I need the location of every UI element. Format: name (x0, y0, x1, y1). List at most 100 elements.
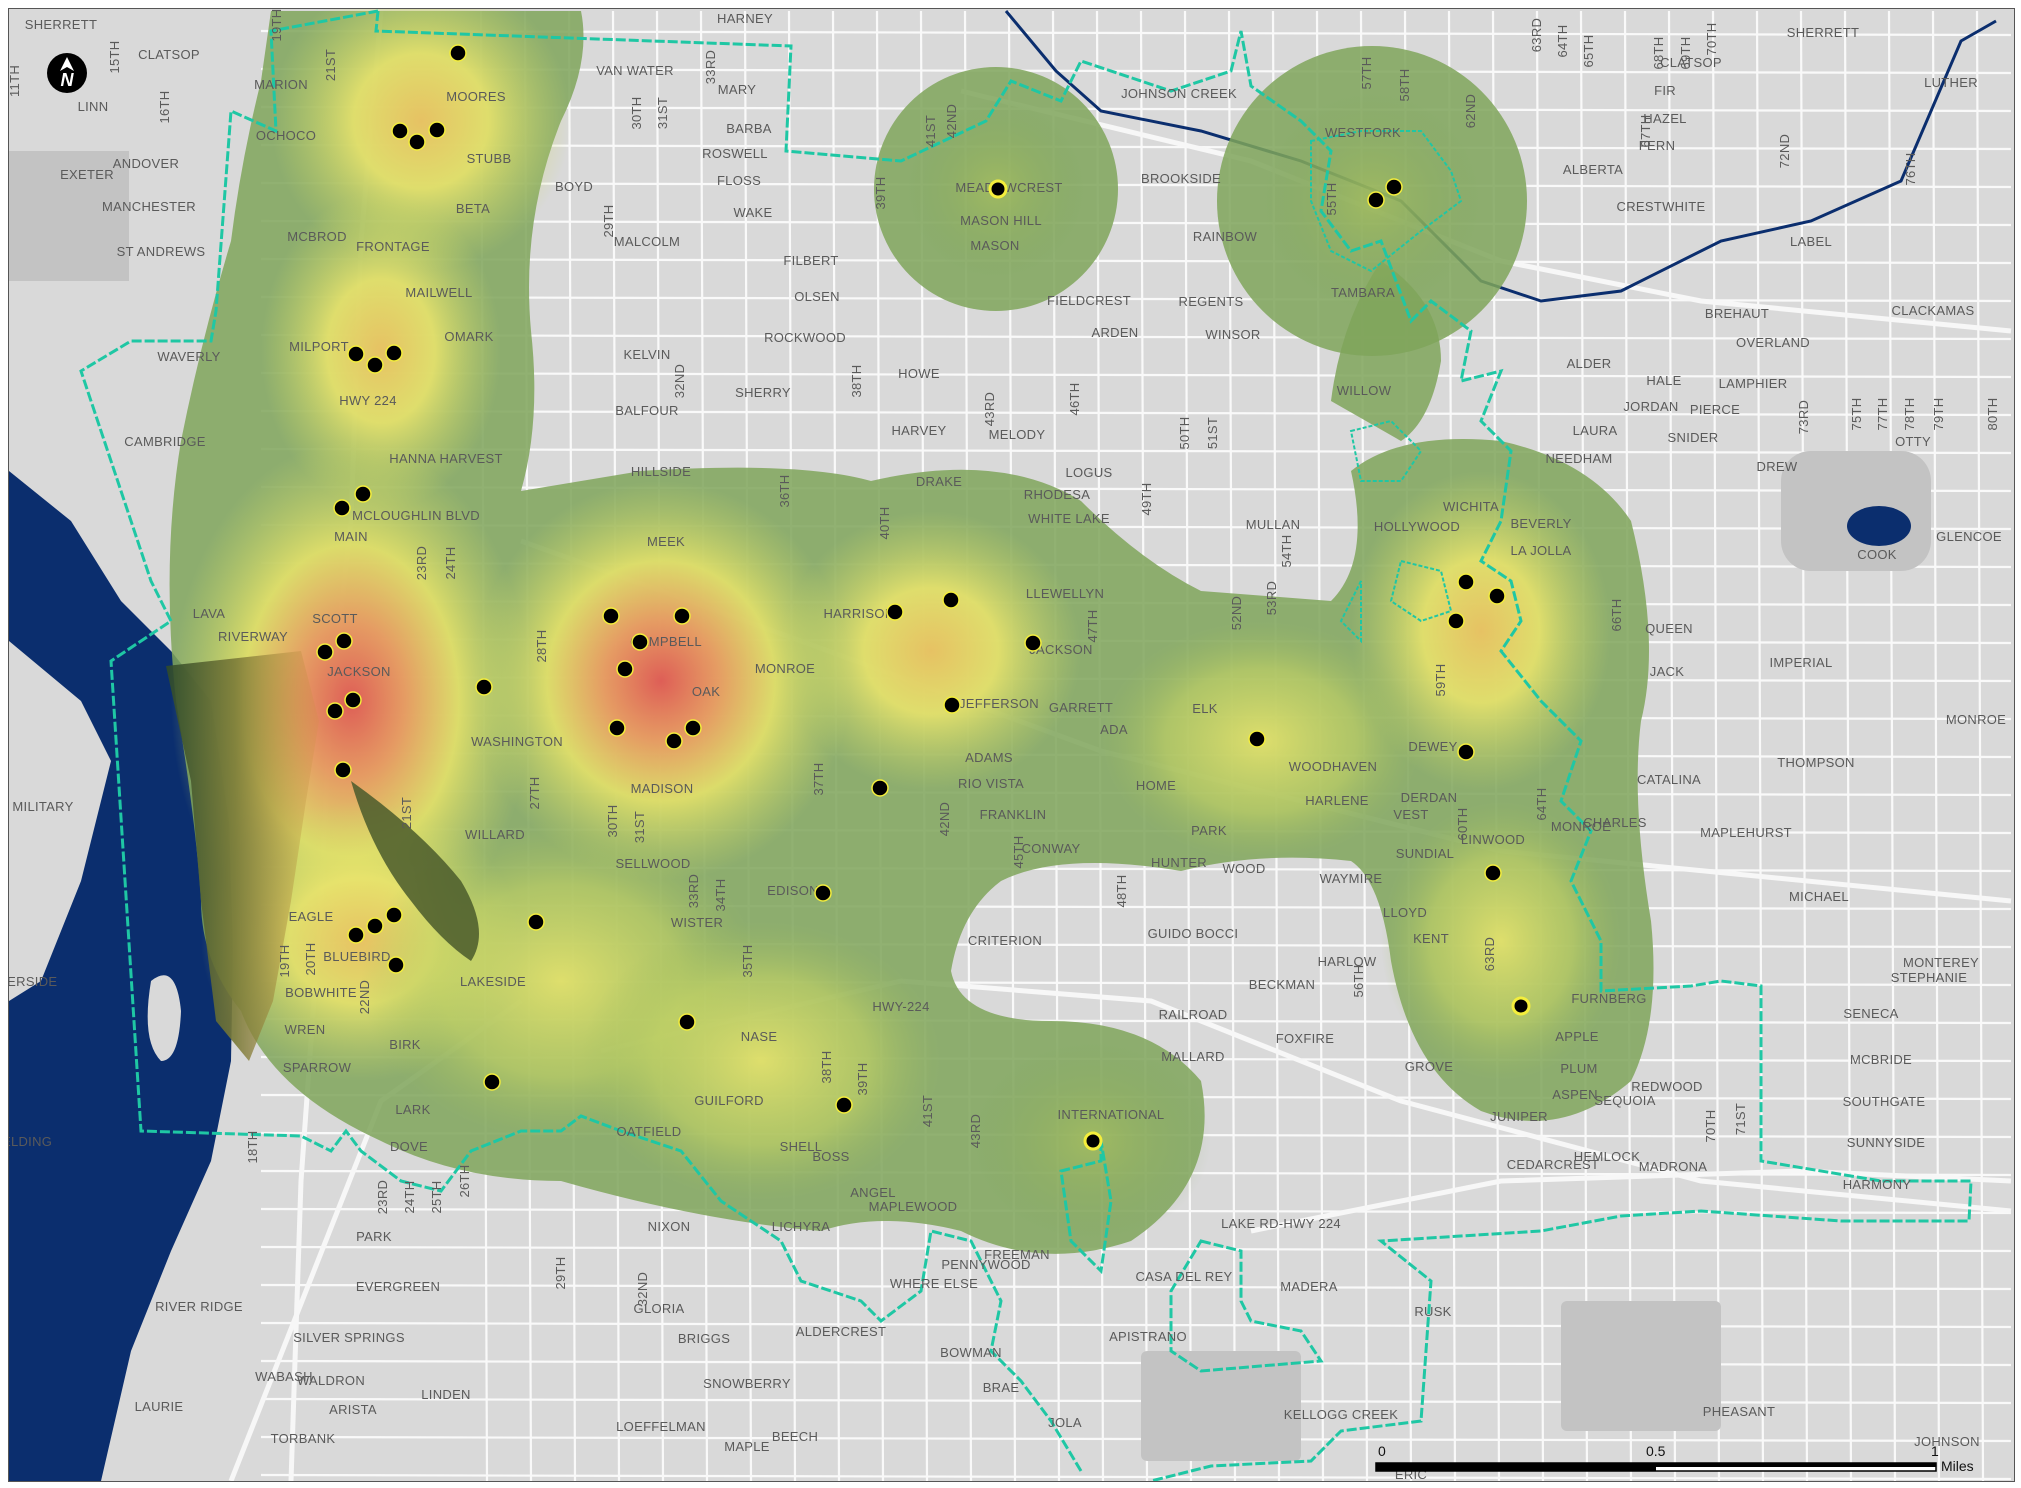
street-label: ANDOVER (113, 156, 179, 171)
street-label: WOODHAVEN (1289, 759, 1377, 774)
incident-point[interactable] (835, 1096, 853, 1114)
incident-point[interactable] (347, 345, 365, 363)
incident-point[interactable] (428, 121, 446, 139)
numbered-street-label: 59TH (1433, 664, 1448, 697)
incident-point[interactable] (684, 719, 702, 737)
street-label: JUNIPER (1490, 1109, 1548, 1124)
incident-point[interactable] (354, 485, 372, 503)
street-label: WILLOW (1337, 383, 1392, 398)
numbered-street-label: 79TH (1931, 398, 1946, 431)
incident-point[interactable] (334, 761, 352, 779)
incident-point[interactable] (1248, 730, 1266, 748)
incident-point[interactable] (527, 913, 545, 931)
incident-point[interactable] (391, 122, 409, 140)
incident-point[interactable] (665, 732, 683, 750)
heat-map[interactable]: SHERRETTCLATSOPMARIONLINNOCHOCOANDOVERMA… (9, 9, 2014, 1481)
incident-points-highlighted (988, 179, 1531, 1151)
street-label: ARISTA (329, 1402, 377, 1417)
grid-street-horizontal (260, 1473, 2012, 1481)
numbered-street-label: 26TH (457, 1165, 472, 1198)
incident-point-highlighted[interactable] (1511, 996, 1531, 1016)
numbered-street-label: 70TH (1703, 1110, 1718, 1143)
street-label: WHITE LAKE (1028, 511, 1110, 526)
incident-point[interactable] (1457, 743, 1475, 761)
incident-point[interactable] (335, 632, 353, 650)
incident-point[interactable] (631, 633, 649, 651)
street-label: HOME (1136, 778, 1176, 793)
incident-point[interactable] (1484, 864, 1502, 882)
incident-point[interactable] (1447, 612, 1465, 630)
scale-tick-1: 1 (1931, 1443, 1939, 1459)
street-label: LOEFFELMAN (616, 1419, 706, 1434)
incident-point[interactable] (616, 660, 634, 678)
incident-point[interactable] (475, 678, 493, 696)
street-label: BALFOUR (615, 403, 679, 418)
grid-street-vertical (1843, 10, 1853, 1481)
incident-point[interactable] (387, 956, 405, 974)
street-label: REGENTS (1179, 294, 1244, 309)
incident-point[interactable] (1024, 634, 1042, 652)
street-label: HWY-224 (872, 999, 929, 1014)
incident-point[interactable] (366, 917, 384, 935)
incident-point[interactable] (1367, 191, 1385, 209)
incident-point[interactable] (678, 1013, 696, 1031)
incident-point[interactable] (886, 603, 904, 621)
street-label: LAKESIDE (460, 974, 526, 989)
numbered-street-label: 55TH (1324, 183, 1339, 216)
street-label: BETA (456, 201, 490, 216)
incident-point[interactable] (333, 499, 351, 517)
street-label: WAKE (733, 205, 772, 220)
numbered-street-label: 56TH (1351, 965, 1366, 998)
numbered-street-label: 41ST (923, 115, 938, 147)
numbered-street-label: 50TH (1177, 417, 1192, 450)
street-label: ANGEL (850, 1185, 896, 1200)
incident-point[interactable] (602, 607, 620, 625)
street-label: ASPEN (1552, 1087, 1598, 1102)
numbered-street-label: 66TH (1609, 599, 1624, 632)
numbered-street-label: 18TH (245, 1131, 260, 1164)
street-label: DRAKE (916, 474, 962, 489)
incident-point[interactable] (449, 44, 467, 62)
incident-point[interactable] (385, 906, 403, 924)
street-label: ADA (1100, 722, 1128, 737)
incident-point-highlighted[interactable] (988, 179, 1008, 199)
grid-street-vertical (1711, 10, 1721, 1481)
grid-street-horizontal (260, 1245, 2012, 1253)
numbered-street-label: 67TH (1638, 115, 1653, 148)
street-label: DEWEY (1408, 739, 1457, 754)
incident-point-highlighted[interactable] (1083, 1131, 1103, 1151)
street-label: LINDEN (421, 1387, 470, 1402)
incident-point[interactable] (1385, 178, 1403, 196)
scale-unit: Miles (1941, 1458, 1974, 1474)
incident-point[interactable] (673, 607, 691, 625)
north-arrow: N (47, 53, 87, 93)
incident-point[interactable] (385, 344, 403, 362)
incident-point[interactable] (1488, 587, 1506, 605)
incident-point[interactable] (608, 719, 626, 737)
numbered-street-label: 53RD (1264, 581, 1279, 615)
incident-point[interactable] (344, 691, 362, 709)
street-label: LUTHER (1924, 75, 1978, 90)
numbered-street-label: 42ND (937, 802, 952, 836)
street-label: FREEMAN (984, 1247, 1050, 1262)
incident-point[interactable] (366, 356, 384, 374)
street-label: MADRONA (1639, 1159, 1708, 1174)
incident-point[interactable] (943, 696, 961, 714)
street-label: LICHYRA (772, 1219, 830, 1234)
incident-point[interactable] (1457, 573, 1475, 591)
street-label: HANNA HARVEST (389, 451, 502, 466)
incident-point[interactable] (347, 926, 365, 944)
incident-point[interactable] (871, 779, 889, 797)
incident-point[interactable] (316, 643, 334, 661)
street-label: OVERLAND (1736, 335, 1810, 350)
incident-point[interactable] (408, 133, 426, 151)
incident-point[interactable] (942, 591, 960, 609)
incident-point[interactable] (483, 1073, 501, 1091)
street-label: FRONTAGE (356, 239, 430, 254)
incident-point[interactable] (326, 702, 344, 720)
numbered-street-label: 29TH (601, 205, 616, 238)
incident-point[interactable] (814, 884, 832, 902)
street-label: GUILFORD (694, 1093, 764, 1108)
numbered-street-label: 36TH (777, 475, 792, 508)
